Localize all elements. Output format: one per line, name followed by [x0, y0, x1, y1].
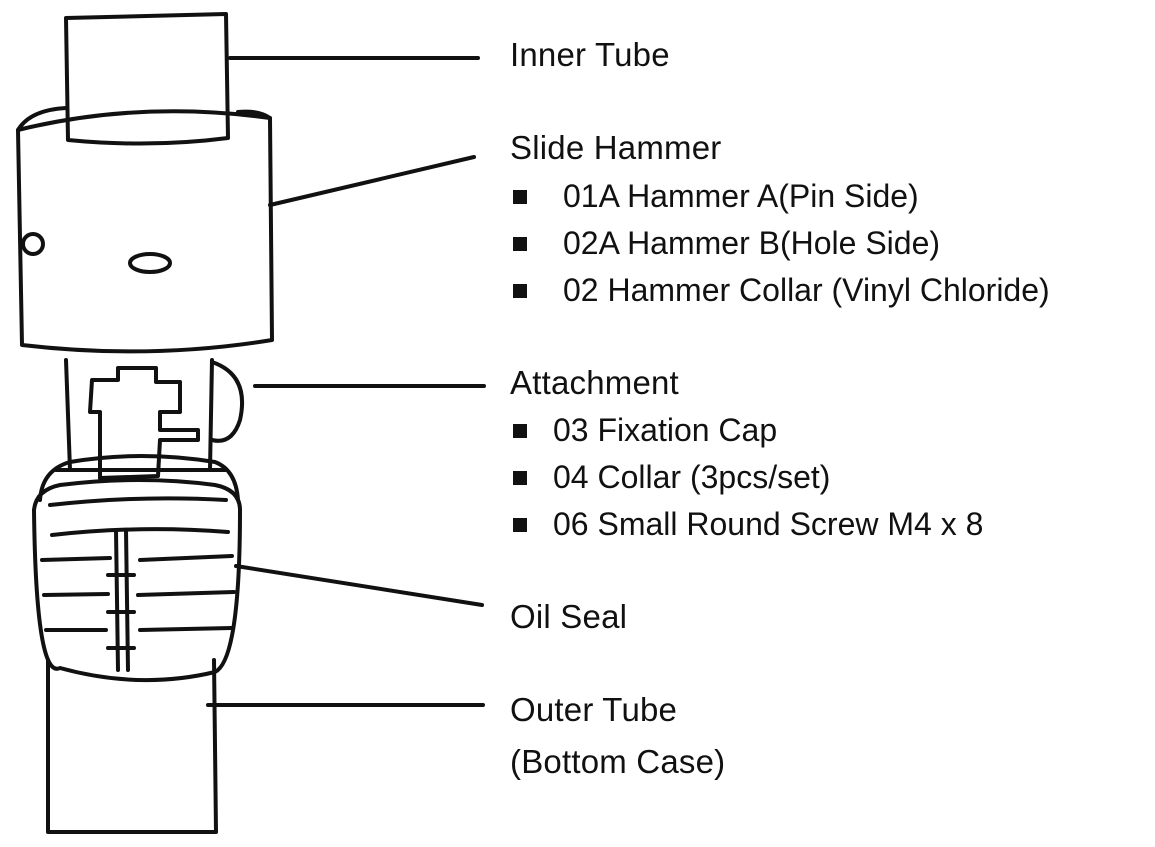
bullet-square-icon: [513, 471, 527, 485]
label-inner-tube: Inner Tube: [510, 36, 670, 73]
label-oil-seal: Oil Seal: [510, 598, 628, 635]
bullet-square-icon: [513, 237, 527, 251]
label-slide-hammer: Slide Hammer: [510, 129, 722, 166]
leader-oil-seal: [234, 564, 484, 607]
inner-tube-sketch: [64, 12, 230, 146]
bullet-square-icon: [513, 284, 527, 298]
label-attachment: Attachment: [510, 364, 679, 401]
slide-hammer-sketch: [16, 106, 274, 354]
leader-slide-hammer: [268, 155, 476, 207]
label-outer-tube: Outer Tube: [510, 691, 678, 728]
bullet-square-icon: [513, 424, 527, 438]
outer-tube-sketch: [46, 658, 218, 834]
oil-seal-sketch: [32, 454, 242, 683]
bullet-square-icon: [513, 518, 527, 532]
label-outer-tube-note: (Bottom Case): [510, 743, 726, 780]
bullet-square-icon: [513, 190, 527, 204]
attachment-sketch: [54, 358, 245, 480]
